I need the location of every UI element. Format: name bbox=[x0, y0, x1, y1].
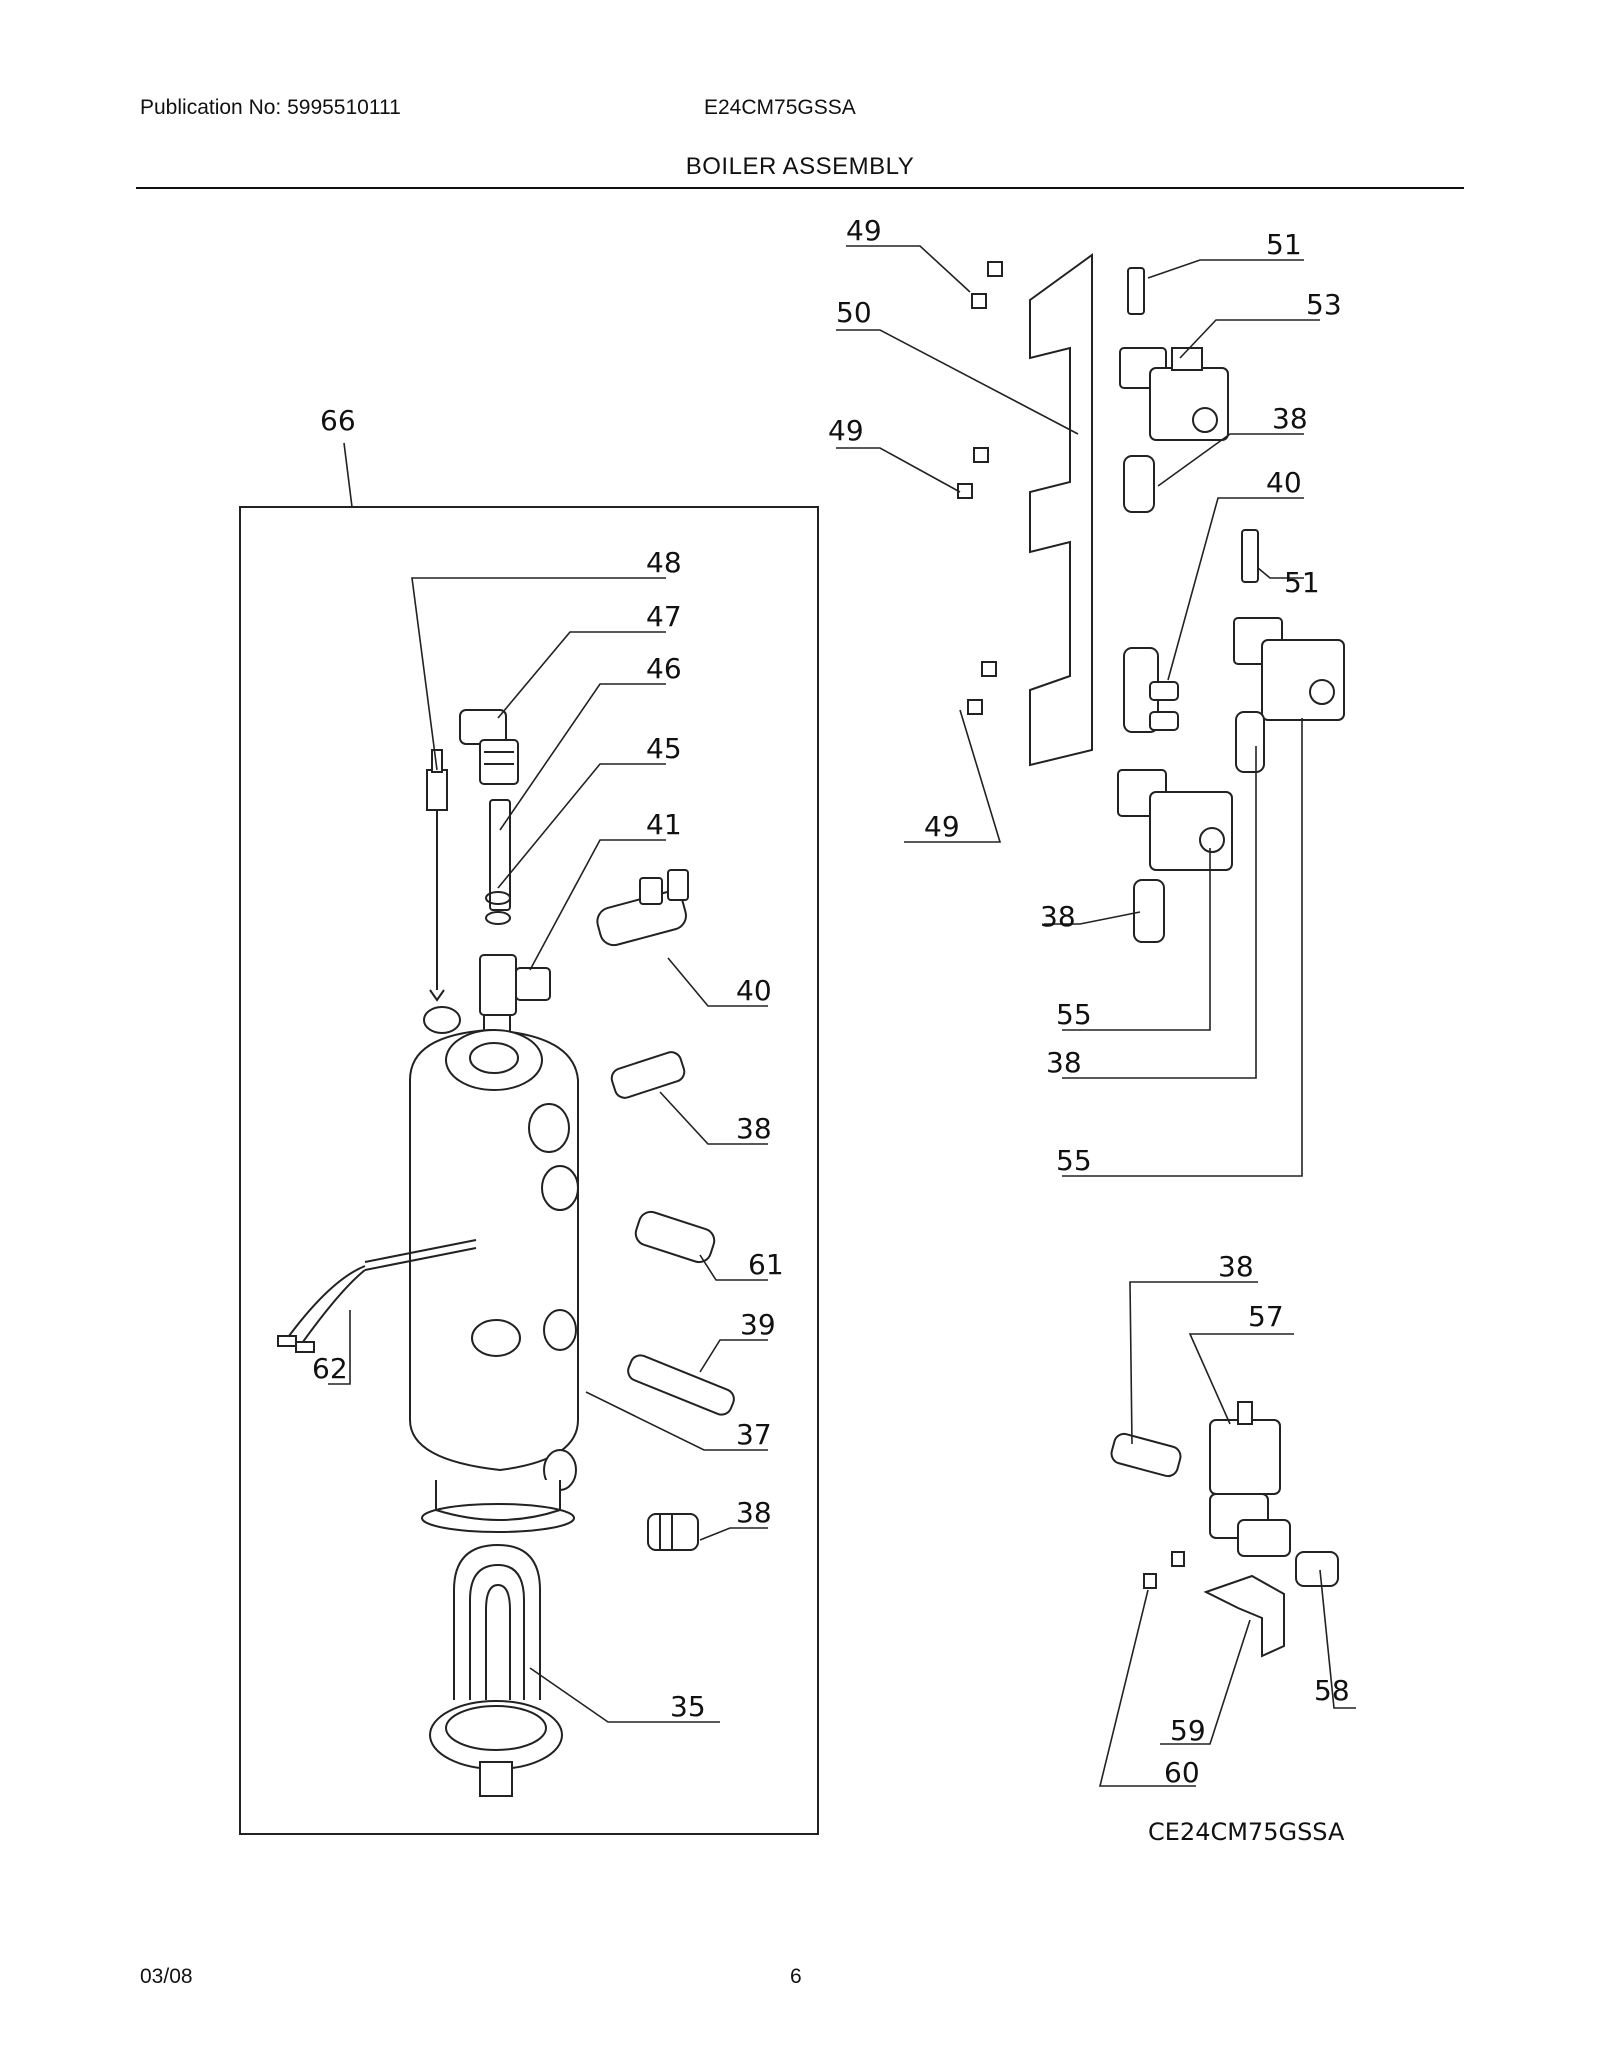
publication-number: Publication No: 5995510111 bbox=[140, 96, 401, 119]
callout-51-top: 51 bbox=[1266, 228, 1302, 261]
part-safety-valve bbox=[634, 1210, 716, 1264]
callout-47: 47 bbox=[646, 600, 682, 633]
part-check-valve-right bbox=[1123, 647, 1179, 733]
callout-55-lower: 55 bbox=[1056, 1144, 1092, 1177]
part-solenoid-valve-53 bbox=[1119, 347, 1229, 441]
part-solenoid-valve-55-upper bbox=[1233, 617, 1345, 721]
part-fitting-lower bbox=[647, 1513, 699, 1551]
callout-61: 61 bbox=[748, 1248, 784, 1281]
callout-50: 50 bbox=[836, 296, 872, 329]
title-rule bbox=[136, 187, 1464, 189]
part-fitting-lower-right-2 bbox=[1295, 1551, 1339, 1587]
page-number: 6 bbox=[790, 1965, 802, 1988]
part-fitting-right-3 bbox=[1133, 879, 1165, 943]
leader-lines-right bbox=[836, 245, 1320, 1177]
part-boiler-tank bbox=[409, 1006, 579, 1533]
callout-38-right-1: 38 bbox=[1272, 402, 1308, 435]
callout-40-left: 40 bbox=[736, 974, 772, 1007]
callout-49-bottom: 49 bbox=[924, 810, 960, 843]
callout-40-right: 40 bbox=[1266, 466, 1302, 499]
callout-62: 62 bbox=[312, 1352, 348, 1385]
callout-38-right-2: 38 bbox=[1040, 900, 1076, 933]
callout-numbers: 66 48 47 46 45 41 40 38 61 39 62 37 38 3… bbox=[312, 214, 1350, 1789]
part-valve-left bbox=[596, 869, 689, 947]
callout-59: 59 bbox=[1170, 1714, 1206, 1747]
leader-lines-left bbox=[328, 442, 768, 1723]
part-temperature-sensor bbox=[277, 1239, 477, 1353]
leader-lines-lower-right bbox=[1098, 1281, 1356, 1787]
part-probe bbox=[426, 749, 448, 1002]
model-number: E24CM75GSSA bbox=[704, 96, 856, 119]
part-oring-2 bbox=[485, 911, 511, 925]
callout-46: 46 bbox=[646, 652, 682, 685]
part-rod bbox=[627, 1354, 735, 1416]
part-mounting-bracket bbox=[1029, 253, 1093, 767]
callout-57: 57 bbox=[1248, 1300, 1284, 1333]
part-fitting-upper bbox=[610, 1051, 686, 1099]
callout-38-lower: 38 bbox=[736, 1496, 772, 1529]
part-nozzle-middle bbox=[1241, 529, 1259, 583]
page-title: BOILER ASSEMBLY bbox=[685, 153, 915, 180]
callout-58: 58 bbox=[1314, 1674, 1350, 1707]
part-screws-60 bbox=[1143, 1551, 1185, 1589]
callout-41: 41 bbox=[646, 808, 682, 841]
part-tube bbox=[489, 799, 511, 911]
part-oring-1 bbox=[485, 891, 511, 905]
callout-66: 66 bbox=[320, 404, 356, 437]
part-screws-49 bbox=[957, 261, 1003, 715]
callout-39: 39 bbox=[740, 1308, 776, 1341]
part-heating-element bbox=[429, 1543, 563, 1797]
callout-55-upper: 55 bbox=[1056, 998, 1092, 1031]
part-solenoid-valve-55-lower bbox=[1117, 769, 1233, 871]
part-fitting-right-2 bbox=[1235, 711, 1265, 773]
callout-60: 60 bbox=[1164, 1756, 1200, 1789]
callout-38-upper: 38 bbox=[736, 1112, 772, 1145]
footer-date: 03/08 bbox=[140, 1965, 193, 1988]
callout-38-right-3: 38 bbox=[1046, 1046, 1082, 1079]
callout-49-middle: 49 bbox=[828, 414, 864, 447]
callout-51-middle: 51 bbox=[1284, 566, 1320, 599]
callout-37: 37 bbox=[736, 1418, 772, 1451]
diagram-code: CE24CM75GSSA bbox=[1148, 1818, 1345, 1846]
callout-35: 35 bbox=[670, 1690, 706, 1723]
callout-48: 48 bbox=[646, 546, 682, 579]
part-fitting-right-1 bbox=[1123, 455, 1155, 513]
callout-45: 45 bbox=[646, 732, 682, 765]
part-nozzle-upper bbox=[1127, 267, 1145, 315]
part-fitting-lower-right-1 bbox=[1110, 1432, 1182, 1478]
callout-49-top: 49 bbox=[846, 214, 882, 247]
part-bracket-59 bbox=[1203, 1574, 1285, 1658]
part-solenoid-valve-57 bbox=[1209, 1401, 1291, 1557]
callout-38-lower-right: 38 bbox=[1218, 1250, 1254, 1283]
boiler-assembly-frame bbox=[239, 506, 819, 1835]
part-elbow-fitting bbox=[459, 709, 519, 785]
callout-53: 53 bbox=[1306, 288, 1342, 321]
